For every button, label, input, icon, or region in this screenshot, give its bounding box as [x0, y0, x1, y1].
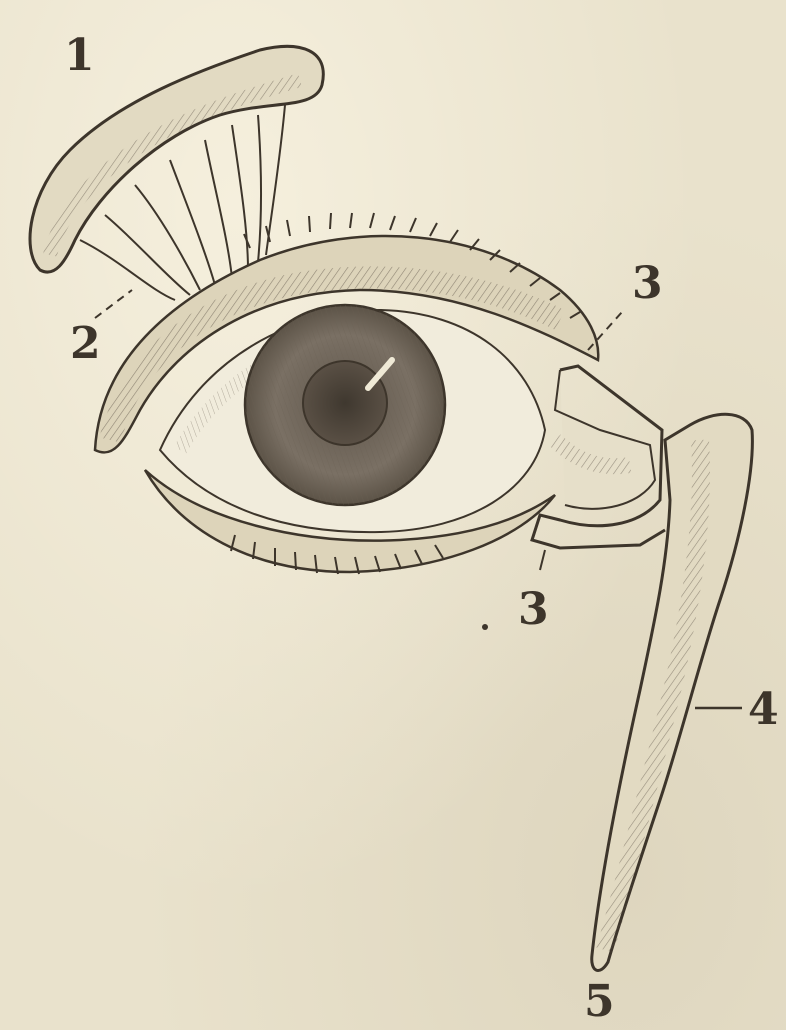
label-1-lacrimal-gland: 1: [64, 34, 95, 78]
label-5-duct-outlet: 5: [584, 980, 615, 1024]
label-2-ducts: 2: [70, 322, 101, 366]
label-3-lower-punctum: 3: [518, 588, 549, 632]
label-4-nasal-duct: 4: [748, 688, 779, 732]
pupil: [303, 361, 387, 445]
label-3-upper-punctum: 3: [632, 262, 663, 306]
